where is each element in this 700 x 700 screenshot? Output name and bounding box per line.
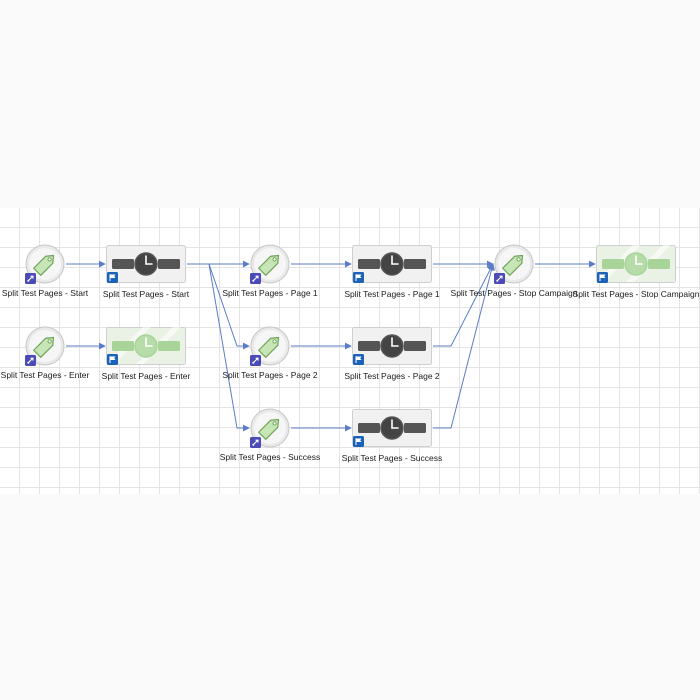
tag-node-enter[interactable]: Split Test Pages - Enter [1, 326, 89, 380]
node-label: Split Test Pages - Success [341, 453, 443, 463]
flag-icon [107, 354, 118, 365]
flag-icon [597, 272, 608, 283]
tag-badge-icon [25, 355, 36, 366]
flag-icon [107, 272, 118, 283]
connection-layer [66, 260, 596, 432]
node-label: Split Test Pages - Page 2 [344, 371, 440, 381]
node-label: Split Test Pages - Page 1 [222, 288, 318, 298]
node-label: Split Test Pages - Start [1, 288, 89, 298]
tag-badge-icon [250, 273, 261, 284]
timer-node-start[interactable]: Split Test Pages - Start [103, 245, 189, 299]
flag-icon [353, 436, 364, 447]
node-label: Split Test Pages - Stop Campaign [572, 289, 700, 299]
timer-icon [106, 245, 186, 283]
timer-icon [106, 327, 186, 365]
tag-badge-icon [250, 437, 261, 448]
node-label: Split Test Pages - Enter [101, 371, 191, 381]
timer-icon [352, 245, 432, 283]
timer-icon [352, 327, 432, 365]
tag-node-page-2[interactable]: Split Test Pages - Page 2 [222, 326, 318, 380]
flag-icon [353, 272, 364, 283]
timer-node-stop-campaign[interactable]: Split Test Pages - Stop Campaign [573, 245, 699, 299]
link-timer-page2-to-tag-stop [433, 263, 494, 347]
tag-node-stop-campaign[interactable]: Split Test Pages - Stop Campaign [451, 244, 577, 298]
tag-icon [494, 244, 534, 284]
tag-badge-icon [25, 273, 36, 284]
node-label: Split Test Pages - Success [219, 452, 321, 462]
timer-node-enter[interactable]: Split Test Pages - Enter [102, 327, 190, 381]
timer-icon [596, 245, 676, 283]
timer-icon [352, 409, 432, 447]
flag-icon [353, 354, 364, 365]
tag-node-success[interactable]: Split Test Pages - Success [220, 408, 320, 462]
node-label: Split Test Pages - Enter [0, 370, 90, 380]
timer-node-page-2[interactable]: Split Test Pages - Page 2 [344, 327, 440, 381]
node-label: Split Test Pages - Page 2 [222, 370, 318, 380]
tag-node-page-1[interactable]: Split Test Pages - Page 1 [222, 244, 318, 298]
node-label: Split Test Pages - Start [102, 289, 190, 299]
node-label: Split Test Pages - Stop Campaign [450, 288, 578, 298]
tag-badge-icon [494, 273, 505, 284]
node-label: Split Test Pages - Page 1 [344, 289, 440, 299]
link-timer-start-to-tag-page2 [187, 263, 250, 350]
campaign-canvas[interactable]: Split Test Pages - Start Split Test Page… [0, 208, 700, 494]
timer-node-page-1[interactable]: Split Test Pages - Page 1 [344, 245, 440, 299]
tag-node-start[interactable]: Split Test Pages - Start [2, 244, 88, 298]
tag-badge-icon [250, 355, 261, 366]
timer-node-success[interactable]: Split Test Pages - Success [342, 409, 442, 463]
